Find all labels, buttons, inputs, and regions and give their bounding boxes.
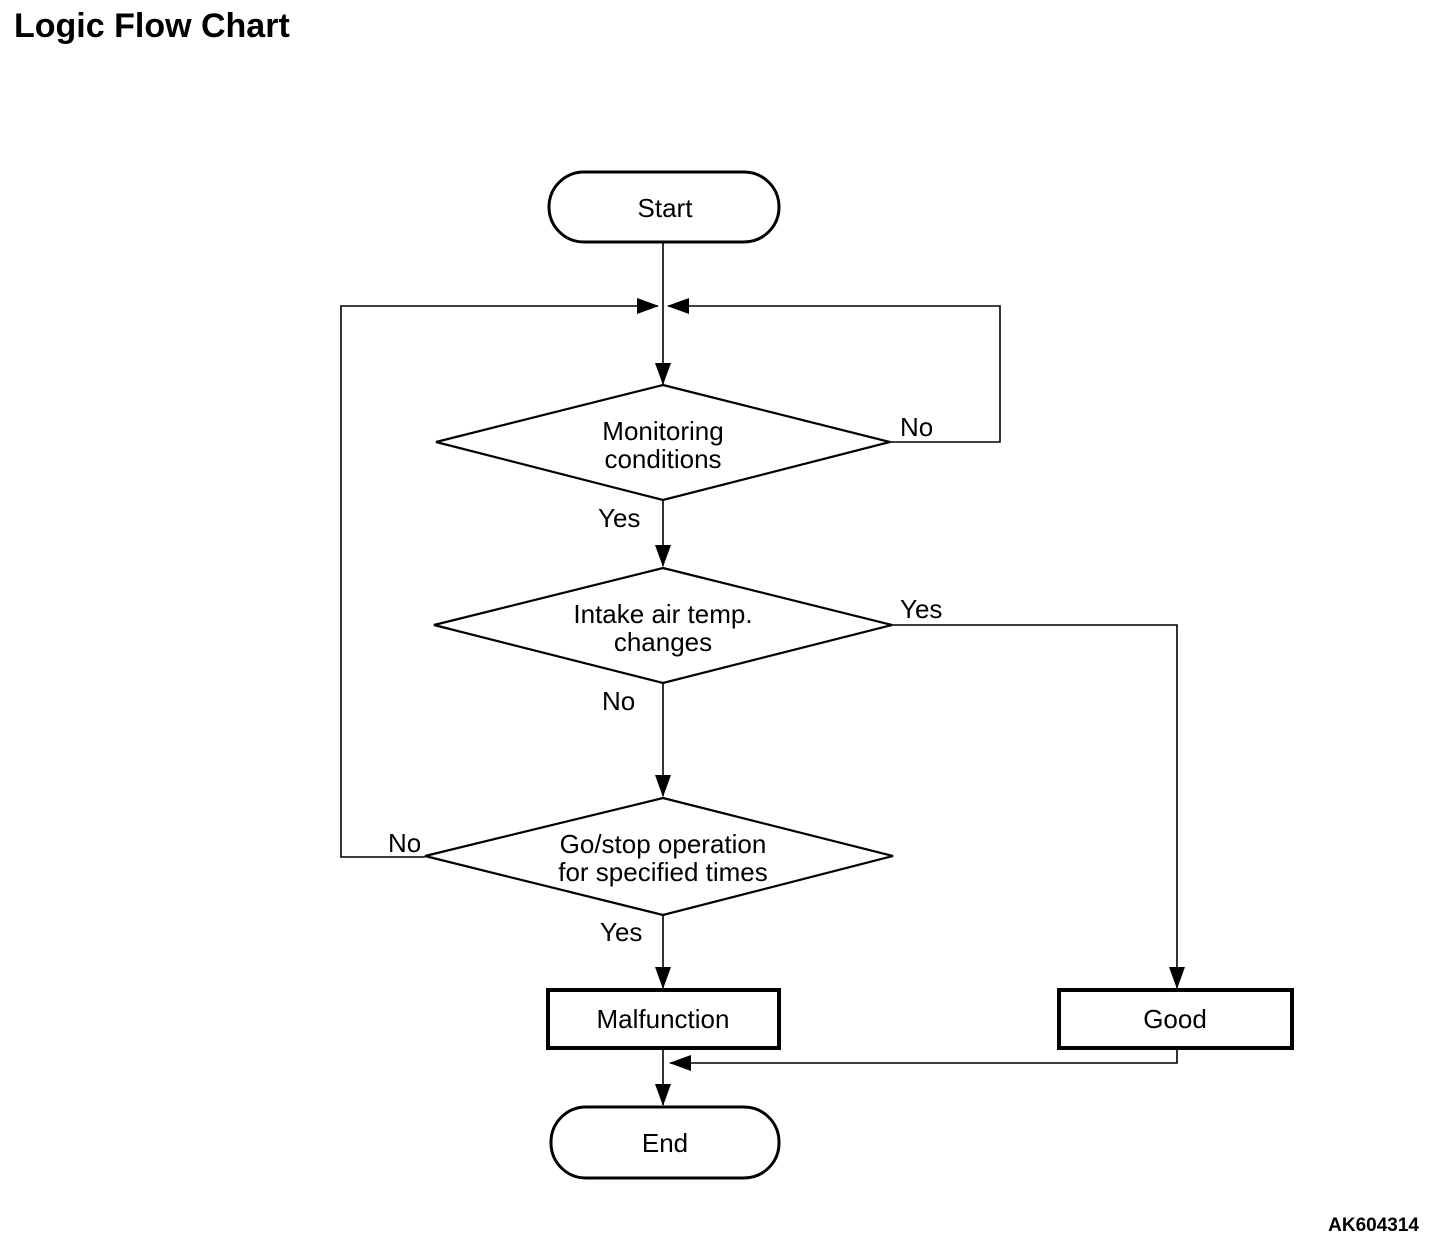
node-malfunction <box>546 988 781 1050</box>
edge-label-gostop-no: No <box>388 828 421 858</box>
edge-label-monitoring-yes: Yes <box>598 503 640 533</box>
edge-label-gostop-yes: Yes <box>600 917 642 947</box>
node-intake-air-temp <box>433 566 893 685</box>
node-intake-label-line2: changes <box>614 627 712 657</box>
node-monitoring-label-line1: Monitoring <box>602 416 723 446</box>
edge-gostop-no-loop <box>340 298 659 858</box>
node-gostop-label-line2: for specified times <box>558 857 768 887</box>
figure-code: AK604314 <box>1328 1215 1419 1236</box>
node-end-label: End <box>642 1128 688 1158</box>
node-end <box>549 1105 781 1180</box>
node-good-label: Good <box>1143 1004 1207 1034</box>
node-gostop-label-line1: Go/stop operation <box>560 829 767 859</box>
node-monitoring-conditions <box>435 383 891 502</box>
node-malfunction-label: Malfunction <box>597 1004 730 1034</box>
edge-good-to-merge <box>669 1048 1178 1071</box>
edge-monitoring-no-loop <box>667 298 1001 443</box>
edge-label-intake-no: No <box>602 686 635 716</box>
edge-label-monitoring-no: No <box>900 412 933 442</box>
node-start-label: Start <box>638 193 694 223</box>
node-go-stop-operation <box>424 796 894 917</box>
node-monitoring-label-line2: conditions <box>604 444 721 474</box>
node-intake-label-line1: Intake air temp. <box>573 599 752 629</box>
edge-intake-yes-to-good <box>892 624 1185 989</box>
node-start <box>547 170 781 244</box>
page-title: Logic Flow Chart <box>14 7 290 45</box>
edge-label-intake-yes: Yes <box>900 594 942 624</box>
node-good <box>1057 988 1294 1050</box>
